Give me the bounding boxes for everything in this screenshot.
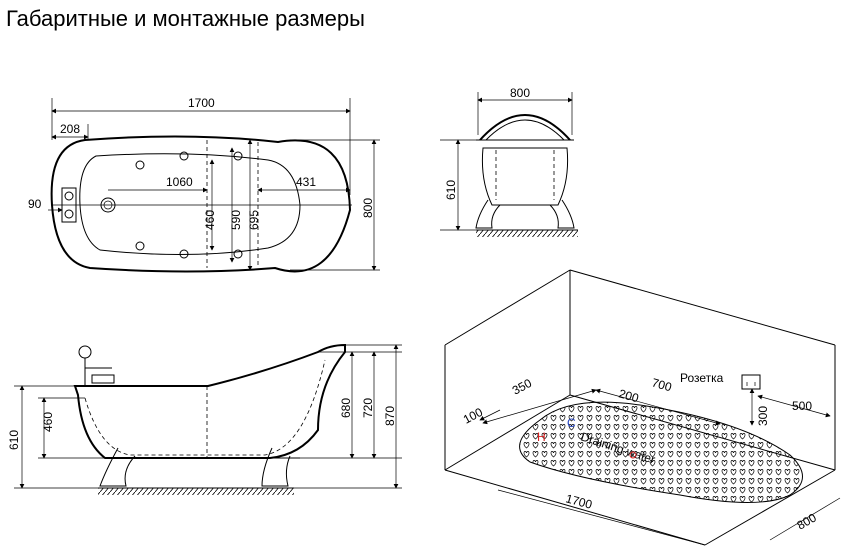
faucet-icon: [61, 187, 77, 223]
dim-inner-width-1: 460: [203, 210, 217, 230]
top-view-inner-outline: [79, 153, 301, 256]
hot-water-label: H: [537, 430, 546, 444]
dim-inner-length: 1060: [166, 175, 193, 189]
side-faucet-icon: [78, 345, 115, 385]
page-title: Габаритные и монтажные размеры: [6, 6, 365, 31]
end-view-rim: [479, 114, 571, 141]
dim-rim-height: 610: [7, 430, 21, 450]
drain-icon: [100, 197, 116, 213]
side-view-right-foot: [261, 447, 291, 487]
jet-icon: [135, 151, 243, 259]
end-view-left-foot: [475, 199, 501, 229]
dim-iso-300: 300: [756, 406, 770, 426]
dim-height-2: 720: [361, 398, 375, 418]
dim-iso-100: 100: [461, 405, 486, 427]
end-view-right-foot: [549, 199, 575, 229]
dim-overall-width: 800: [361, 198, 375, 218]
iso-room-view: Draining water H C Розетка 350 200 700 1…: [444, 269, 841, 546]
end-view-body: [481, 147, 569, 206]
top-view: 1700 208 1060 431 90 460 590 695 800: [28, 96, 380, 273]
drain-point-icon: [629, 451, 637, 459]
cold-water-label: C: [567, 416, 576, 430]
dim-iso-700: 700: [650, 375, 673, 394]
dim-iso-length: 1700: [564, 491, 594, 512]
dim-drain-offset: 90: [28, 197, 42, 211]
side-view-left-foot: [99, 447, 136, 487]
dim-faucet-offset: 208: [60, 122, 80, 136]
dim-inner-width-2: 590: [229, 210, 243, 230]
dim-inner-height: 460: [41, 412, 55, 432]
dim-iso-500: 500: [792, 399, 812, 413]
side-view: 610 460 680 720 870: [7, 343, 402, 495]
side-view-body: [73, 343, 346, 459]
socket-label: Розетка: [680, 371, 724, 385]
dim-iso-350: 350: [510, 376, 535, 398]
socket-icon: [741, 374, 761, 390]
side-view-floor: [98, 488, 294, 495]
dim-end-width: 800: [510, 86, 530, 100]
dim-inner-width-3: 695: [247, 210, 261, 230]
dim-overall-length: 1700: [188, 96, 215, 110]
end-view-floor: [476, 230, 578, 237]
dim-end-height: 610: [444, 180, 458, 200]
dim-height-1: 680: [339, 398, 353, 418]
dim-end-offset: 431: [296, 175, 316, 189]
top-view-outer-outline: [50, 135, 352, 273]
dim-iso-width: 800: [795, 510, 820, 532]
side-view-inner-line: [84, 359, 326, 456]
dim-total-height: 870: [383, 406, 397, 426]
end-view: 800 610: [440, 86, 578, 237]
dim-iso-200: 200: [617, 386, 640, 405]
